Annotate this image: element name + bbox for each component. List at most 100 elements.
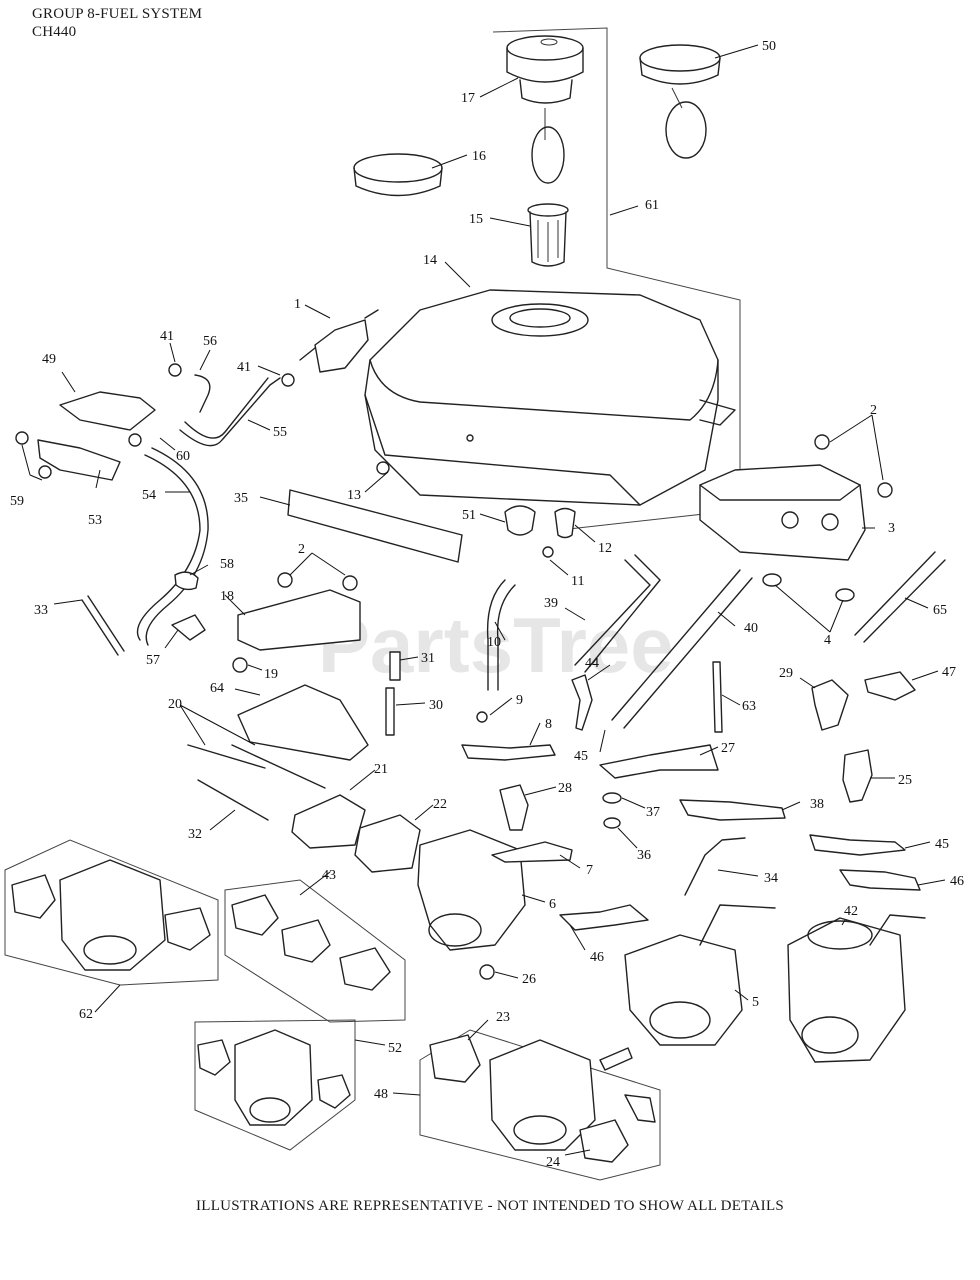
callout-19: 19	[264, 667, 278, 682]
group-box-52	[194, 1019, 356, 1151]
callout-41-right: 41	[237, 360, 251, 375]
washer-37	[602, 792, 622, 804]
bolt-13	[376, 461, 390, 475]
callout-24: 24	[546, 1155, 560, 1170]
carburetor-assy-52	[197, 1029, 351, 1126]
callout-21: 21	[374, 762, 388, 777]
callout-46-right: 46	[950, 874, 964, 889]
lever-46-right	[839, 869, 921, 891]
callout-34: 34	[764, 871, 778, 886]
callout-40: 40	[744, 621, 758, 636]
group-box-48	[419, 1029, 661, 1181]
tube-40	[611, 569, 753, 729]
carburetor-5	[624, 904, 776, 1046]
clamp-41-left	[168, 363, 182, 377]
fuel-strainer-15	[527, 203, 569, 267]
callout-50: 50	[762, 39, 776, 54]
callout-52: 52	[388, 1041, 402, 1056]
clip-9	[476, 711, 488, 723]
callout-60: 60	[176, 449, 190, 464]
callout-8: 8	[545, 717, 552, 732]
callout-26: 26	[522, 972, 536, 987]
callout-45-left: 45	[574, 749, 588, 764]
callout-16: 16	[472, 149, 486, 164]
fuel-valve-bracket-49	[59, 391, 156, 431]
bolt-59-a	[15, 431, 29, 445]
fuel-cap-16	[353, 153, 443, 197]
lever-28	[499, 784, 529, 831]
fuel-valve-29	[811, 679, 849, 731]
lever-38	[679, 799, 786, 821]
insulator-22	[354, 814, 421, 873]
lever-45	[809, 834, 906, 856]
heat-shield-35	[287, 489, 463, 563]
callout-46-center: 46	[590, 950, 604, 965]
clip-11	[542, 546, 554, 558]
callout-1: 1	[294, 297, 301, 312]
lever-46-center	[559, 904, 649, 931]
callout-55: 55	[273, 425, 287, 440]
carburetor-42	[787, 914, 926, 1063]
callout-25: 25	[898, 773, 912, 788]
carburetor-assy-48	[429, 1034, 656, 1163]
callout-23: 23	[496, 1010, 510, 1025]
callout-5: 5	[752, 995, 759, 1010]
callout-56: 56	[203, 334, 217, 349]
carburetor-assy-62	[11, 859, 211, 971]
callout-41-left: 41	[160, 329, 174, 344]
tube-65	[854, 551, 946, 643]
air-cleaner-base-3	[699, 464, 866, 561]
callout-7: 7	[586, 863, 593, 878]
washer-36	[603, 817, 621, 829]
hose-56	[194, 374, 211, 413]
callout-30: 30	[429, 698, 443, 713]
callout-2-right: 2	[870, 403, 877, 418]
diagram-title: GROUP 8-FUEL SYSTEM	[32, 6, 203, 22]
callout-48: 48	[374, 1087, 388, 1102]
bolt-2-right	[877, 482, 893, 498]
callout-20: 20	[168, 697, 182, 712]
callout-4: 4	[824, 633, 831, 648]
callout-32: 32	[188, 827, 202, 842]
bolt-59-b	[38, 465, 52, 479]
throttle-lever-27	[599, 744, 719, 779]
callout-54: 54	[142, 488, 156, 503]
callout-6: 6	[549, 897, 556, 912]
gasket-64	[237, 684, 369, 761]
callout-9: 9	[516, 693, 523, 708]
callout-17: 17	[461, 91, 475, 106]
callout-59: 59	[10, 494, 24, 509]
clamp-41-right	[281, 373, 295, 387]
washer-4-right	[835, 588, 855, 602]
callout-18: 18	[220, 589, 234, 604]
fuel-tank-14	[364, 289, 736, 506]
callout-63: 63	[742, 699, 756, 714]
pin-30	[385, 687, 395, 736]
callout-35: 35	[234, 491, 248, 506]
callout-43: 43	[322, 868, 336, 883]
callout-15: 15	[469, 212, 483, 227]
callout-3: 3	[888, 521, 895, 536]
clamp-47	[864, 671, 916, 701]
clamp-60	[128, 433, 142, 447]
callout-39: 39	[544, 596, 558, 611]
callout-51: 51	[462, 508, 476, 523]
callout-58: 58	[220, 557, 234, 572]
stud-32	[197, 779, 269, 821]
gasket-18	[237, 589, 361, 651]
fuel-cap-17	[506, 35, 584, 184]
callout-64: 64	[210, 681, 224, 696]
callout-12: 12	[598, 541, 612, 556]
washer-4-left	[762, 573, 782, 587]
callout-57: 57	[146, 653, 160, 668]
group-box-43	[224, 879, 406, 1023]
callout-37: 37	[646, 805, 660, 820]
carburetor-6	[417, 829, 526, 951]
callout-33: 33	[34, 603, 48, 618]
callout-49: 49	[42, 352, 56, 367]
bolt-19	[232, 657, 248, 673]
rod-39	[574, 554, 661, 673]
callout-42: 42	[844, 904, 858, 919]
callout-65: 65	[933, 603, 947, 618]
